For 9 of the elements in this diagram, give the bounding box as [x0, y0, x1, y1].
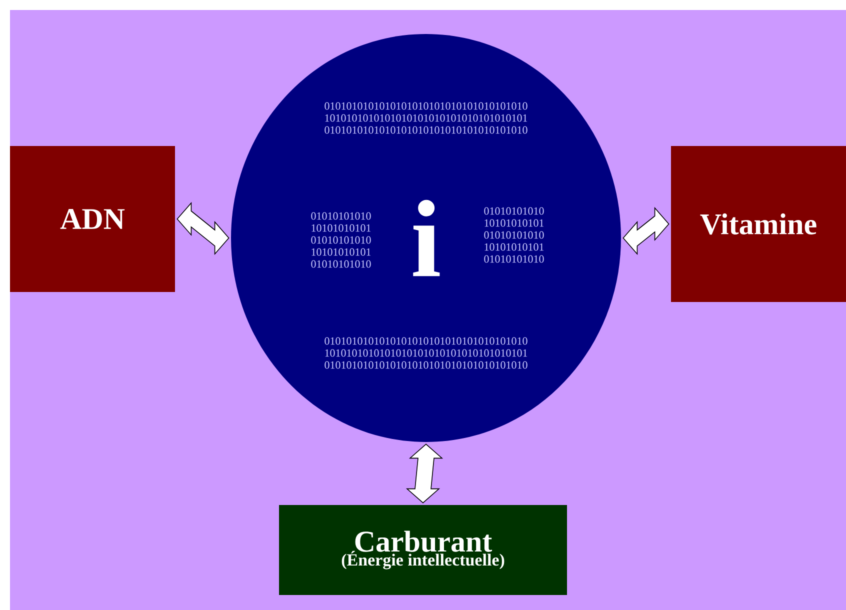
double-arrow — [176, 202, 230, 256]
label-box: Vitamine — [671, 146, 846, 302]
label-box: Carburant (Énergie intellectuelle) — [279, 505, 567, 595]
binary-text: 01010101010 10101010101 01010101010 10101010101 01010101010 — [484, 207, 544, 263]
label-box: ADN — [10, 146, 175, 292]
binary-text: 01010101010 10101010101 01010101010 10101010101 01010101010 — [311, 212, 371, 268]
binary-text: 0101010101010101010101010101010101010 1010101010101010101010101010101010101 0101010101010101010101010101010101010 — [324, 337, 528, 369]
binary-text: 0101010101010101010101010101010101010 1010101010101010101010101010101010101 0101010101010101010101010101010101010 — [324, 102, 528, 134]
info-letter: i — [413, 200, 440, 276]
